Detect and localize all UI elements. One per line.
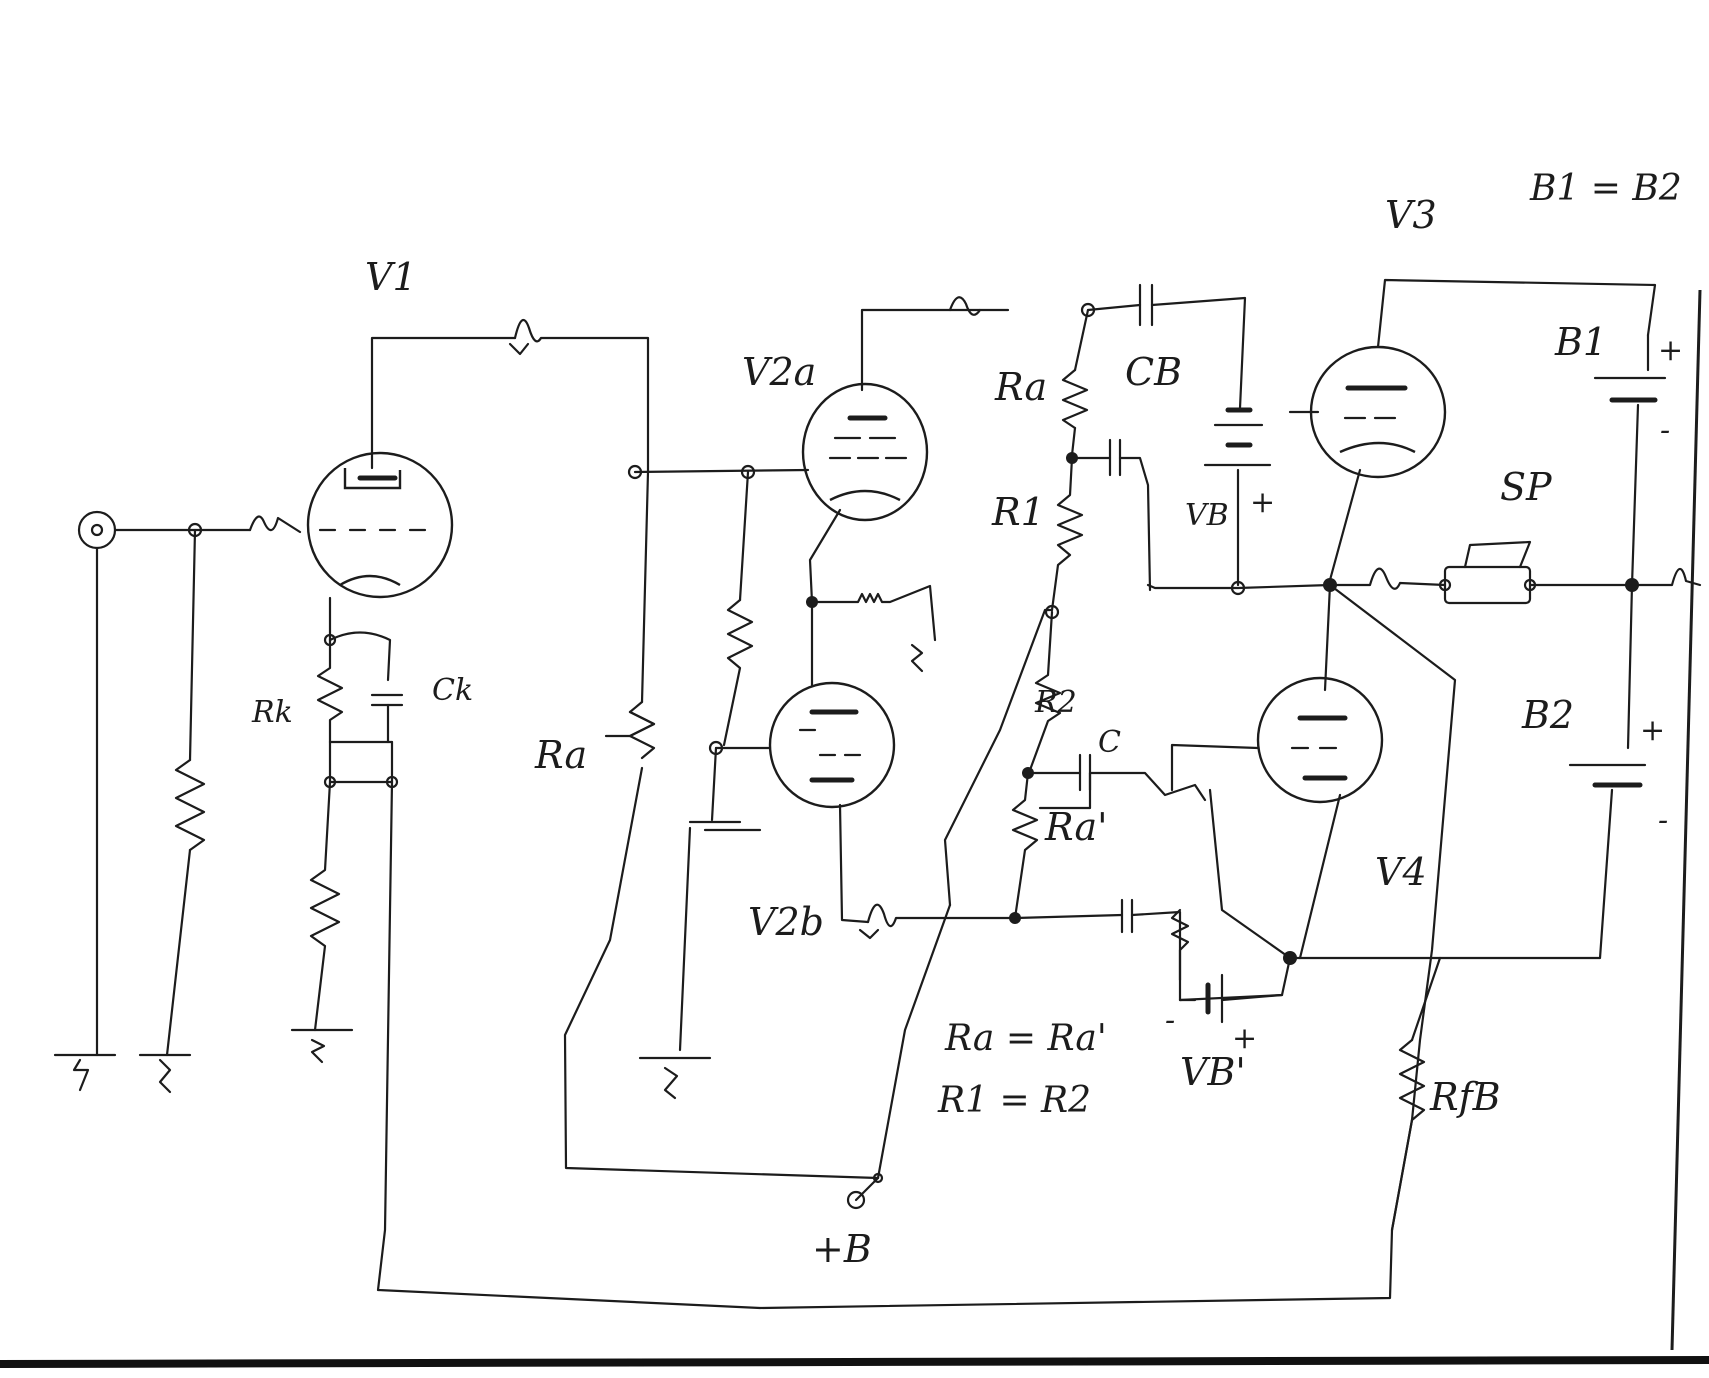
vb-prime-minus-sign: - [1165, 1003, 1175, 1038]
label-rfb: RfB [1429, 1075, 1501, 1119]
tube-v2b [768, 681, 1017, 940]
junction-cap [1070, 438, 1152, 592]
label-r1: R1 [991, 490, 1045, 534]
b1-plus-sign: + [1658, 333, 1683, 368]
label-ra-left: Ra [534, 733, 587, 777]
input-jack [77, 510, 117, 550]
label-v1: V1 [365, 255, 417, 299]
battery-b2 [1438, 583, 1647, 960]
battery-vb-prime [1178, 973, 1284, 1024]
tube-v3 [1288, 278, 1657, 479]
vb-prime-plus-sign: + [1232, 1021, 1257, 1056]
label-rk: Rk [251, 695, 293, 730]
input-wires [53, 515, 302, 1094]
label-c: C [1098, 725, 1121, 760]
label-vb-prime: VB' [1180, 1050, 1246, 1094]
v4-cathode-node [1178, 788, 1442, 1002]
label-v4: V4 [1375, 850, 1427, 894]
label-v3: V3 [1385, 193, 1437, 237]
label-plus-b: +B [812, 1227, 872, 1271]
mid-resistor-column [1009, 302, 1096, 924]
label-b2: B2 [1521, 693, 1574, 737]
b2-minus-sign: - [1658, 803, 1668, 838]
battery-b1 [1593, 333, 1667, 587]
label-v2a: V2a [742, 350, 816, 394]
note-ra-equals-ra-prime: Ra = Ra' [944, 1018, 1107, 1059]
note-r1-equals-r2: R1 = R2 [937, 1080, 1091, 1121]
label-cb: CB [1125, 350, 1182, 394]
cap-c [1026, 753, 1207, 810]
b2-plus-sign: + [1640, 713, 1665, 748]
note-b1-equals-b2: B1 = B2 [1529, 168, 1682, 209]
label-ck: Ck [432, 673, 473, 708]
label-ra-mid: Ra [994, 365, 1047, 409]
v2-grid-network [638, 464, 772, 1100]
cap-cb [1086, 283, 1247, 410]
label-r2: R2 [1034, 685, 1077, 720]
page-edge [0, 289, 1709, 1368]
v1-anode-wire [370, 318, 650, 474]
label-sp: SP [1500, 465, 1553, 509]
speaker-sp [1438, 540, 1702, 605]
label-vb: VB [1185, 498, 1229, 533]
label-ra-prime: Ra' [1044, 805, 1108, 849]
label-b1: B1 [1554, 320, 1607, 364]
vb-plus-sign: + [1250, 485, 1275, 520]
tube-v2a [801, 296, 1010, 522]
output-node [1146, 468, 1457, 1122]
tube-v1 [306, 451, 454, 599]
cap-lower [1013, 898, 1190, 1002]
anode-rail [563, 464, 880, 1180]
v1-cathode-network [290, 596, 404, 1064]
label-v2b: V2b [748, 900, 824, 944]
v2-cathode-link [806, 508, 937, 687]
resistor-rfb [1390, 956, 1442, 1232]
b1-minus-sign: - [1660, 413, 1670, 448]
tube-v4 [1170, 676, 1384, 960]
battery-vb [1203, 407, 1272, 596]
